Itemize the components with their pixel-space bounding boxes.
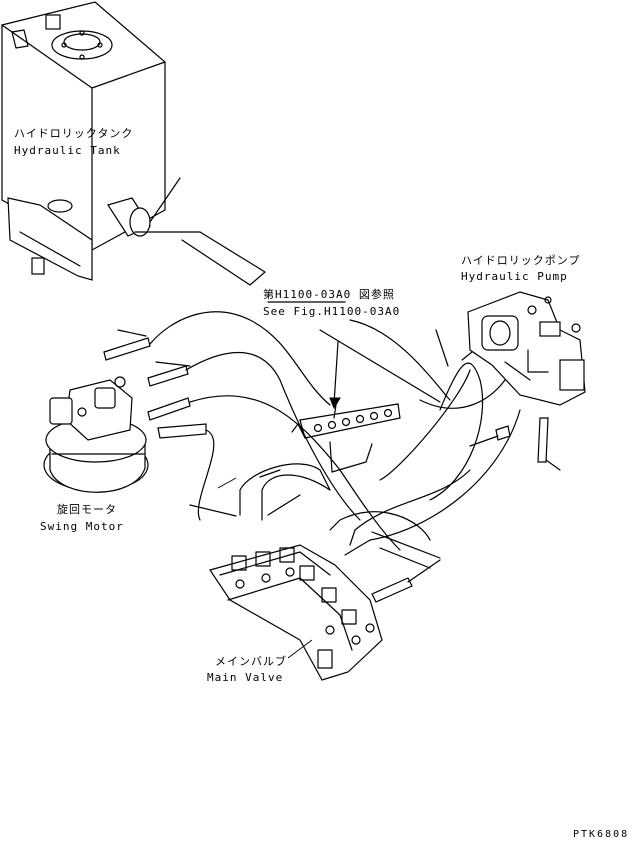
hydraulic-tank-label-en: Hydraulic Tank bbox=[14, 144, 121, 157]
main-valve bbox=[209, 544, 383, 681]
swing-motor-label-en: Swing Motor bbox=[40, 520, 124, 533]
swing-motor bbox=[43, 376, 149, 493]
swing-motor-label-jp: 旋回モータ bbox=[57, 503, 117, 516]
main-valve-label-jp: メインバルブ bbox=[215, 655, 287, 668]
reference-label-en: See Fig.H1100-03A0 bbox=[263, 305, 401, 318]
reference-label-jp: 第H1100-03A0 図参照 bbox=[263, 288, 395, 301]
leader-lines bbox=[217, 477, 313, 659]
hydraulic-tank bbox=[1, 1, 266, 286]
hydraulic-pump bbox=[467, 291, 586, 406]
figure-code: PTK6808 bbox=[573, 829, 630, 840]
reference-bracket bbox=[267, 301, 401, 473]
hydraulic-pump-label-jp: ハイドロリックポンプ bbox=[461, 254, 581, 267]
hydraulic-pump-label-en: Hydraulic Pump bbox=[461, 270, 568, 283]
main-valve-label-en: Main Valve bbox=[207, 671, 284, 684]
hydraulic-tank-label-jp: ハイドロリックタンク bbox=[14, 127, 134, 140]
hydraulic-hoses bbox=[103, 311, 561, 603]
